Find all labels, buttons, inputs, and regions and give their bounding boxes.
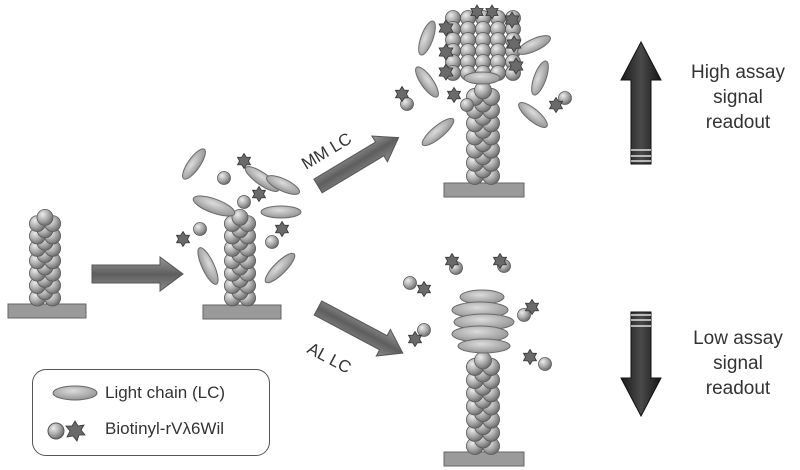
- fibril-sphere: [265, 235, 279, 249]
- light-chain: [264, 252, 296, 284]
- light-chain: [265, 175, 301, 195]
- biotinyl-layer: [175, 4, 572, 371]
- fibril-sphere: [460, 98, 474, 112]
- biotin-star: [470, 4, 484, 20]
- light-chain: [182, 148, 206, 180]
- fibril-sphere: [217, 171, 231, 185]
- legend-biotinyl-label: Biotinyl-rVλ6Wil: [105, 419, 225, 438]
- biotinyl-icon: [47, 420, 86, 442]
- biotin-star: [394, 85, 410, 103]
- low-line-1: Low assay: [693, 328, 783, 349]
- biotin-star: [407, 330, 423, 348]
- fibril-sphere: [193, 222, 207, 236]
- biotin-star: [438, 19, 454, 37]
- light-chain-icon: [52, 385, 98, 401]
- light-chain: [260, 205, 302, 219]
- high-line-3: readout: [705, 112, 771, 133]
- fibril-sphere: [474, 351, 492, 370]
- light-chain-layer: [182, 20, 552, 354]
- up-arrow: [620, 40, 662, 165]
- fibril-sphere: [403, 276, 417, 290]
- biotin-star: [236, 152, 252, 170]
- biotin-star: [506, 35, 522, 53]
- biotin-star: [438, 63, 454, 81]
- legend-item-light-chain: Light chain (LC): [41, 380, 267, 408]
- light-chain: [415, 66, 439, 98]
- light-chain: [516, 35, 552, 55]
- down-arrow: [620, 311, 662, 418]
- biotin-star: [444, 252, 460, 270]
- mm-lc-arrow: [313, 135, 400, 194]
- fibril-layer: [29, 10, 521, 455]
- fibril-sphere: [517, 308, 531, 322]
- light-chain: [192, 195, 236, 217]
- light-chain: [418, 20, 436, 56]
- light-chain: [463, 71, 501, 85]
- fibril-sphere: [237, 195, 251, 209]
- low-line-2: signal: [713, 353, 763, 374]
- light-chain: [197, 247, 219, 285]
- fibril-sphere: [231, 208, 249, 226]
- substrate-base: [202, 304, 282, 320]
- biotin-star: [274, 220, 290, 238]
- high-line-1: High assay: [691, 62, 785, 83]
- biotin-star: [438, 43, 454, 61]
- biotin-star: [416, 280, 432, 298]
- fibril-sphere: [417, 323, 431, 337]
- low-line-3: readout: [705, 378, 771, 399]
- light-chain: [531, 60, 549, 96]
- light-chain: [244, 166, 280, 192]
- biotin-star: [524, 298, 540, 316]
- legend-light-chain-label: Light chain (LC): [105, 383, 226, 402]
- biotin-star: [522, 348, 538, 366]
- substrate-base: [443, 182, 525, 198]
- biotin-star: [492, 252, 508, 270]
- legend-item-biotinyl: Biotinyl-rVλ6Wil: [41, 416, 267, 444]
- biotin-star: [446, 86, 462, 104]
- fibril-sphere: [36, 208, 54, 226]
- biotin-star: [504, 11, 520, 29]
- biotin-star: [548, 96, 564, 114]
- substrate-base: [7, 303, 87, 319]
- high-line-2: signal: [713, 87, 763, 108]
- al-lc-label: AL LC: [304, 339, 354, 378]
- legend: Light chain (LC) Biotinyl-rVλ6Wil: [32, 369, 270, 456]
- biotin-star: [508, 57, 524, 75]
- biotin-star: [175, 230, 191, 248]
- substrate-layer: [7, 182, 525, 467]
- low-signal-label: Low assay signal readout: [663, 326, 800, 401]
- substrate-base: [443, 451, 525, 467]
- incubation-arrow: [91, 256, 184, 292]
- biotin-star: [485, 4, 499, 20]
- light-chain: [457, 338, 511, 354]
- biotin-star: [251, 185, 267, 203]
- light-chain: [421, 117, 455, 147]
- al-lc-arrow: [313, 300, 404, 357]
- light-chain: [518, 102, 548, 128]
- fibril-sphere: [538, 357, 552, 371]
- high-signal-label: High assay signal readout: [663, 60, 800, 135]
